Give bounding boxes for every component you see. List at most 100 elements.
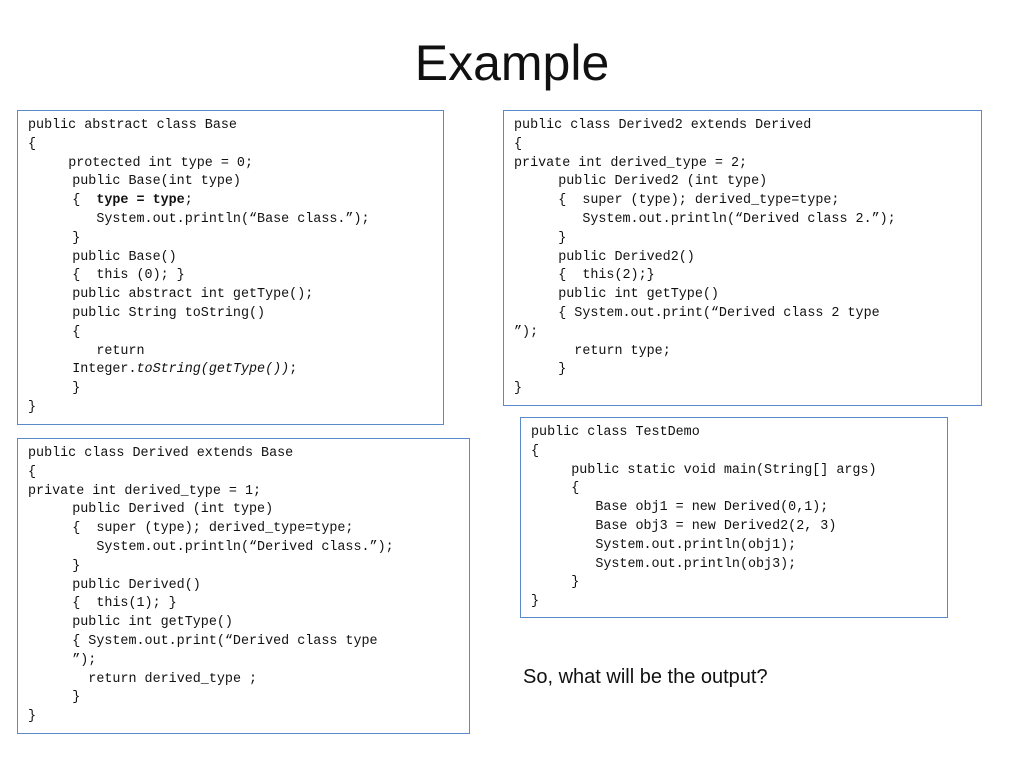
code-token: { <box>531 443 540 459</box>
code-token: } <box>72 558 81 574</box>
code-line: public Derived (int type) <box>28 501 469 520</box>
code-token: return derived_type ; <box>88 671 258 687</box>
code-token: public abstract int getType(); <box>72 287 314 303</box>
code-token: System.out.println(obj1); <box>595 537 797 553</box>
code-line: { <box>28 136 443 155</box>
code-token: } <box>558 230 567 246</box>
code-line: public abstract int getType(); <box>28 286 443 305</box>
code-token: public class Derived2 extends Derived <box>514 118 812 133</box>
code-token: ”); <box>72 652 97 668</box>
code-token: } <box>72 381 81 397</box>
code-token: public static void main(String[] args) <box>571 462 877 478</box>
code-line: Base obj3 = new Derived2(2, 3) <box>531 518 947 537</box>
code-token: public Derived2() <box>558 249 695 265</box>
code-line: Base obj1 = new Derived(0,1); <box>531 499 947 518</box>
code-line: public int getType() <box>28 614 469 633</box>
code-token: } <box>72 230 81 246</box>
code-box-derived2-class: public class Derived2 extends Derived { pr… <box>503 110 982 406</box>
code-token: public abstract class Base <box>28 118 237 133</box>
code-token: } <box>28 399 37 415</box>
code-token: ; <box>289 362 298 378</box>
code-line: protected int type = 0; <box>28 155 443 174</box>
code-token: { this(2);} <box>558 268 655 284</box>
code-line: public String toString() <box>28 305 443 324</box>
code-token: { <box>28 464 37 480</box>
code-token: Base obj3 = new Derived2(2, 3) <box>595 518 837 534</box>
code-line: return type; <box>514 343 981 362</box>
code-token: { <box>72 324 81 340</box>
code-token: { super (type); derived_type=type; <box>558 193 840 209</box>
code-token: { <box>514 136 523 152</box>
code-token: public Base(int type) <box>72 174 241 190</box>
code-token: { <box>28 136 37 152</box>
code-line: } <box>28 380 443 399</box>
code-line: public class TestDemo <box>531 424 947 443</box>
code-token: public Base() <box>72 249 177 265</box>
code-token: System.out.println(“Derived class.”); <box>96 539 394 555</box>
code-line: { this(2);} <box>514 267 981 286</box>
slide-title: Example <box>414 35 610 91</box>
code-token: public Derived() <box>72 577 201 593</box>
code-line: { <box>531 443 947 462</box>
code-line: System.out.println(“Base class.”); <box>28 211 443 230</box>
code-line: ”); <box>28 652 469 671</box>
code-line: { System.out.print(“Derived class type <box>28 633 469 652</box>
code-token: } <box>558 362 567 378</box>
code-line: public abstract class Base <box>28 117 443 136</box>
code-token: } <box>28 709 37 725</box>
code-line: { type = type; <box>28 192 443 211</box>
code-line: { System.out.print(“Derived class 2 type <box>514 305 981 324</box>
code-line: private int derived_type = 1; <box>28 483 469 502</box>
code-token: ”); <box>514 324 539 340</box>
code-token: System.out.println(“Derived class 2.”); <box>582 211 896 227</box>
code-line: public class Derived2 extends Derived <box>514 117 981 136</box>
code-line: public Derived2() <box>514 249 981 268</box>
code-token: ; <box>184 193 193 209</box>
code-line: { <box>514 136 981 155</box>
code-token: { <box>72 193 97 209</box>
code-token: } <box>72 690 81 706</box>
code-line: { <box>28 324 443 343</box>
code-line: } <box>531 593 947 612</box>
code-token: return type; <box>574 343 671 359</box>
code-line: System.out.println(“Derived class.”); <box>28 539 469 558</box>
code-line: public Base(int type) <box>28 173 443 192</box>
code-token: Integer. <box>72 362 137 378</box>
code-token: { System.out.print(“Derived class type <box>72 633 378 649</box>
question-text: So, what will be the output? <box>523 666 768 688</box>
code-line: return <box>28 343 443 362</box>
code-token: public Derived2 (int type) <box>558 174 768 190</box>
code-line: public Base() <box>28 249 443 268</box>
code-line: ”); <box>514 324 981 343</box>
code-box-derived-class: public class Derived extends Base { privat… <box>17 438 470 734</box>
code-line: private int derived_type = 2; <box>514 155 981 174</box>
code-line: } <box>28 558 469 577</box>
code-token: type = type <box>96 193 185 209</box>
code-line: { this (0); } <box>28 267 443 286</box>
code-token: public class Derived extends Base <box>28 446 294 461</box>
code-line: Integer.toString(getType()); <box>28 361 443 380</box>
code-line: public class Derived extends Base <box>28 445 469 464</box>
code-line: { super (type); derived_type=type; <box>514 192 981 211</box>
code-token: toString(getType()) <box>136 362 290 378</box>
code-token: } <box>571 575 580 591</box>
code-token: public int getType() <box>72 615 233 631</box>
code-line: System.out.println(obj3); <box>531 556 947 575</box>
code-line: public Derived() <box>28 577 469 596</box>
code-line: System.out.println(“Derived class 2.”); <box>514 211 981 230</box>
code-token: Base obj1 = new Derived(0,1); <box>595 500 829 516</box>
code-line: { this(1); } <box>28 595 469 614</box>
code-line: } <box>28 399 443 418</box>
code-token: System.out.println(“Base class.”); <box>96 211 370 227</box>
code-line: { <box>28 464 469 483</box>
code-token: protected int type = 0; <box>68 155 254 171</box>
code-line: } <box>28 689 469 708</box>
code-token: return <box>96 343 145 359</box>
code-line: } <box>514 380 981 399</box>
code-line: public Derived2 (int type) <box>514 173 981 192</box>
code-token: public Derived (int type) <box>72 502 274 518</box>
code-token: { this (0); } <box>72 268 185 284</box>
code-token: { super (type); derived_type=type; <box>72 521 354 537</box>
code-line: public int getType() <box>514 286 981 305</box>
code-box-testdemo-class: public class TestDemo{ public static void… <box>520 417 948 618</box>
